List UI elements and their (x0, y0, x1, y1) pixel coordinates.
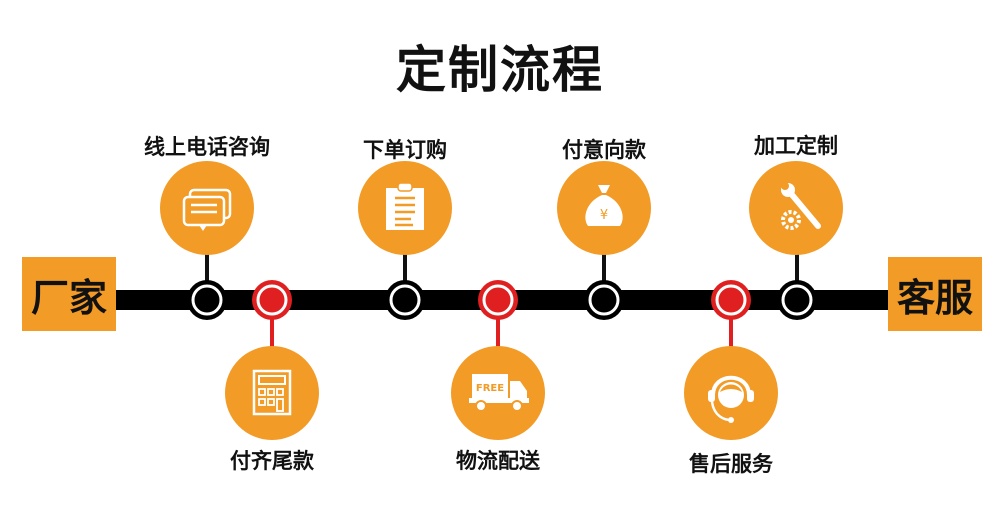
clipboard-icon (358, 161, 452, 255)
page-title: 定制流程 (396, 40, 604, 99)
end-box-customer-service: 客服 (888, 257, 982, 331)
step-label: 下单订购 (363, 137, 447, 162)
step-label: 售后服务 (689, 451, 773, 476)
start-box-factory: 厂家 (22, 257, 116, 331)
timeline-node (385, 280, 425, 320)
money-bag-icon: ¥ (557, 161, 651, 255)
chat-bubbles-icon (160, 161, 254, 255)
step-label: 线上电话咨询 (144, 134, 270, 159)
timeline-node-red (478, 280, 518, 320)
timeline-node (777, 280, 817, 320)
svg-text:¥: ¥ (600, 208, 608, 223)
timeline-node (584, 280, 624, 320)
step-label: 付齐尾款 (230, 448, 314, 473)
timeline-node-red (711, 280, 751, 320)
truck-free-text: FREE (476, 383, 504, 394)
step-label: 加工定制 (754, 133, 838, 158)
delivery-truck-icon: FREE (451, 346, 545, 440)
step-label: 付意向款 (562, 137, 646, 162)
timeline-node-red (252, 280, 292, 320)
step-label: 物流配送 (456, 448, 540, 473)
headset-agent-icon (684, 346, 778, 440)
calculator-icon (225, 346, 319, 440)
timeline-node (187, 280, 227, 320)
wrench-gear-icon (749, 161, 843, 255)
